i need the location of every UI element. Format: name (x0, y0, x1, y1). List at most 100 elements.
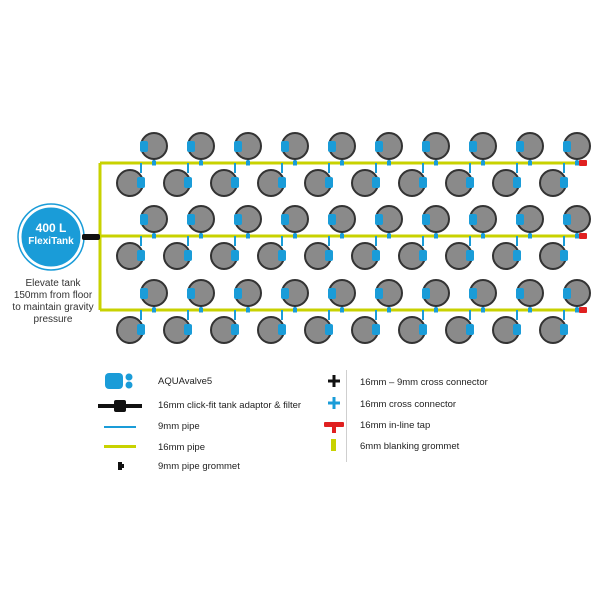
cross-connector (481, 233, 485, 239)
cross-connector (575, 307, 579, 313)
pipe-9mm-branch (187, 236, 189, 246)
aquavalve (375, 288, 383, 299)
aquavalve (513, 177, 521, 188)
pipe-9mm-branch (187, 163, 189, 173)
pipe-9mm-branch (422, 310, 424, 320)
aquavalve (560, 250, 568, 261)
cross-connector (434, 160, 438, 166)
inline-tap (579, 307, 587, 313)
cross-connector (199, 307, 203, 313)
aquavalve (516, 214, 524, 225)
pipe-9mm-branch (140, 163, 142, 173)
pipe-9mm-branch (375, 236, 377, 246)
pipe-9mm-branch (422, 163, 424, 173)
pipe-9mm-branch (140, 236, 142, 246)
pipe-9mm-branch (469, 236, 471, 246)
pipe-9mm-branch (281, 236, 283, 246)
aquavalve (422, 141, 430, 152)
tank-elevation-note: Elevate tank 150mm from floor to maintai… (12, 278, 94, 325)
aquavalve (419, 324, 427, 335)
pipe-9mm-branch (187, 310, 189, 320)
aquavalve (325, 250, 333, 261)
pipe-9mm-branch (516, 163, 518, 173)
aquavalve (469, 288, 477, 299)
aquavalve (231, 177, 239, 188)
cross-connector (246, 307, 250, 313)
aquavalve (184, 250, 192, 261)
aquavalve (560, 324, 568, 335)
aquavalve (231, 250, 239, 261)
pipe-9mm-branch (328, 236, 330, 246)
cross-connector (387, 233, 391, 239)
cross-connector (152, 160, 156, 166)
aquavalve (560, 177, 568, 188)
aquavalve (281, 288, 289, 299)
pipe-9mm-branch (563, 163, 565, 173)
cross-connector (387, 307, 391, 313)
cross-connector (152, 233, 156, 239)
pipe-9mm-branch (281, 310, 283, 320)
tank-capacity: 400 L (35, 221, 67, 235)
aquavalve (234, 141, 242, 152)
aquavalve (137, 324, 145, 335)
aquavalve (422, 288, 430, 299)
aquavalve (140, 214, 148, 225)
pipe-9mm-branch (375, 163, 377, 173)
pipe-9mm-branch (516, 236, 518, 246)
aquavalve (466, 324, 474, 335)
aquavalve (469, 141, 477, 152)
cross-connector (340, 307, 344, 313)
tank-adaptor-filter (82, 234, 100, 240)
cross-connector (528, 233, 532, 239)
aquavalve (184, 177, 192, 188)
pipe-9mm-branch (140, 310, 142, 320)
pipe-9mm-branch (234, 310, 236, 320)
inline-tap (579, 160, 587, 166)
cross-connector (340, 233, 344, 239)
cross-connector (481, 307, 485, 313)
aquavalve (140, 141, 148, 152)
aquavalve (278, 250, 286, 261)
cross-connector (575, 233, 579, 239)
aquavalve (375, 214, 383, 225)
aquavalve (234, 288, 242, 299)
aquavalve (466, 250, 474, 261)
cross-connector (340, 160, 344, 166)
aquavalve (372, 324, 380, 335)
aquavalve (372, 250, 380, 261)
aquavalve (513, 250, 521, 261)
tank-label: 400 L FlexiTank (22, 222, 80, 248)
aquavalve (563, 214, 571, 225)
aquavalve (137, 250, 145, 261)
cross-connector (246, 160, 250, 166)
aquavalve (187, 141, 195, 152)
inline-tap (579, 233, 587, 239)
cross-connector (528, 160, 532, 166)
pipe-9mm-branch (281, 163, 283, 173)
aquavalve (328, 141, 336, 152)
pipe-9mm-branch (469, 163, 471, 173)
aquavalve (278, 324, 286, 335)
aquavalve (419, 177, 427, 188)
cross-connector (199, 160, 203, 166)
aquavalve (325, 324, 333, 335)
cross-connector (293, 160, 297, 166)
aquavalve (325, 177, 333, 188)
aquavalve (563, 288, 571, 299)
aquavalve (328, 214, 336, 225)
pipe-9mm-branch (375, 310, 377, 320)
aquavalve (278, 177, 286, 188)
cross-connector (528, 307, 532, 313)
aquavalve (516, 288, 524, 299)
aquavalve (281, 214, 289, 225)
pipe-9mm-branch (234, 236, 236, 246)
cross-connector (575, 160, 579, 166)
pipe-9mm-branch (469, 310, 471, 320)
tank-name: FlexiTank (28, 236, 74, 247)
pot-array (116, 132, 591, 344)
aquavalve (281, 141, 289, 152)
pipe-9mm-branch (563, 310, 565, 320)
aquavalve (419, 250, 427, 261)
aquavalve (372, 177, 380, 188)
pipe-9mm-branch (563, 236, 565, 246)
